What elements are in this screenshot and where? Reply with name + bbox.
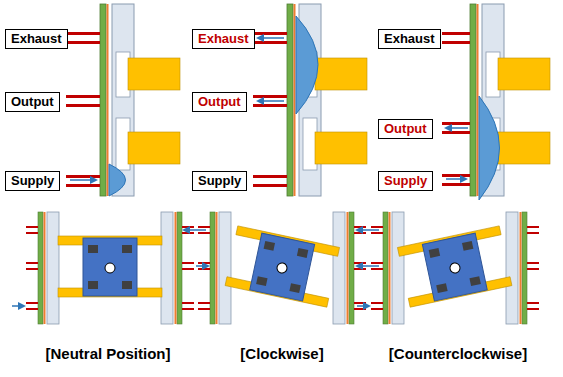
neutral-valve-part <box>66 104 100 107</box>
neutral-valve-part <box>66 184 100 187</box>
port-label-box: Exhaust <box>5 29 68 49</box>
clockwise-mechanism-part <box>333 212 366 324</box>
neutral-mechanism-part <box>12 305 24 307</box>
neutral-valve-part <box>70 179 96 181</box>
neutral-mechanism-part <box>58 236 162 297</box>
clockwise-mechanism-part <box>196 265 208 267</box>
port-label-box: Supply <box>5 171 60 191</box>
counterclockwise-valve-part <box>446 178 466 180</box>
counterclockwise-mechanism-part <box>397 226 511 307</box>
clockwise-valve-part <box>253 184 287 187</box>
port-name: Output <box>198 94 241 109</box>
clockwise-valve-part <box>287 4 367 196</box>
counterclockwise-mechanism-part <box>357 265 379 267</box>
counterclockwise-valve-part <box>442 183 470 186</box>
state-caption: [Counterclockwise] <box>389 345 527 363</box>
counterclockwise-valve-part <box>442 41 470 44</box>
neutral-mechanism <box>12 212 194 324</box>
clockwise-valve-part <box>253 95 287 98</box>
port-name: Output <box>11 94 54 109</box>
clockwise-mechanism-part <box>184 229 206 231</box>
state-caption: [Clockwise] <box>240 345 323 363</box>
neutral-valve <box>66 4 180 196</box>
counterclockwise-valve-part <box>442 131 470 134</box>
counterclockwise-valve-part <box>479 96 500 200</box>
neutral-valve-part <box>109 164 126 196</box>
clockwise-valve-part <box>296 16 318 114</box>
port-name: Exhaust <box>384 31 435 46</box>
clockwise-valve-part <box>253 175 287 178</box>
clockwise-mechanism-part <box>225 226 339 307</box>
port-label-box: Supply <box>378 171 433 191</box>
port-label-box: Exhaust <box>192 29 255 49</box>
counterclockwise-valve <box>442 4 550 200</box>
counterclockwise-mechanism-part <box>357 305 369 307</box>
clockwise-valve-part <box>253 41 287 44</box>
counterclockwise-valve-part <box>442 174 470 177</box>
clockwise-valve-part <box>258 37 284 39</box>
counterclockwise-valve-part <box>446 127 468 129</box>
clockwise-valve-part <box>253 32 287 35</box>
port-name: Exhaust <box>11 31 62 46</box>
port-label-box: Output <box>378 119 433 139</box>
neutral-valve-part <box>100 4 180 196</box>
port-label-box: Supply <box>192 171 247 191</box>
neutral-valve-part <box>66 41 100 44</box>
counterclockwise-mechanism-part <box>357 229 379 231</box>
port-label-box: Exhaust <box>378 29 441 49</box>
counterclockwise-mechanism-part <box>371 212 404 324</box>
clockwise-valve-part <box>253 104 287 107</box>
port-name: Supply <box>198 173 241 188</box>
clockwise-valve <box>253 4 367 196</box>
clockwise-mechanism-part <box>198 212 231 324</box>
counterclockwise-valve-part <box>442 32 470 35</box>
neutral-mechanism-part <box>26 212 59 324</box>
state-caption: [Neutral Position] <box>45 345 170 363</box>
neutral-valve-part <box>66 95 100 98</box>
neutral-mechanism-part <box>161 212 194 324</box>
port-name: Supply <box>11 173 54 188</box>
counterclockwise-valve-part <box>442 122 470 125</box>
neutral-valve-part <box>66 32 100 35</box>
port-name: Supply <box>384 173 427 188</box>
clockwise-mechanism <box>184 212 366 324</box>
port-name: Output <box>384 121 427 136</box>
counterclockwise-mechanism-part <box>506 212 539 324</box>
port-label-box: Output <box>5 92 60 112</box>
neutral-valve-part <box>66 175 100 178</box>
port-label-box: Output <box>192 92 247 112</box>
port-name: Exhaust <box>198 31 249 46</box>
clockwise-valve-part <box>258 100 284 102</box>
counterclockwise-mechanism <box>357 212 539 324</box>
